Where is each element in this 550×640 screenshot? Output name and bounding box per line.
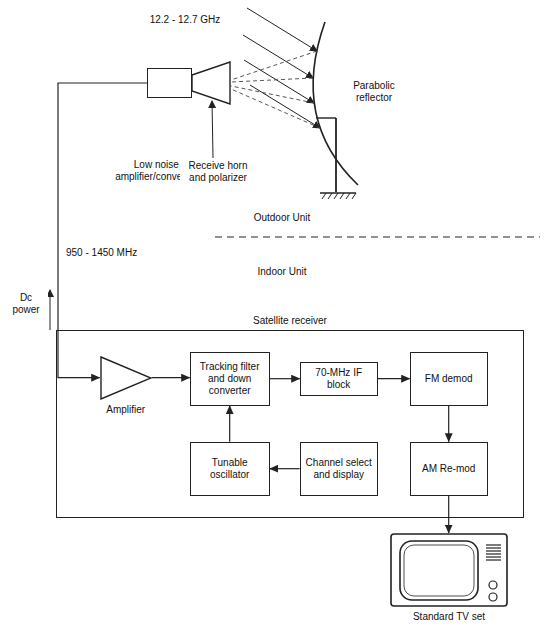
- unit-divider: [215, 237, 540, 238]
- node-text: Standard TV set: [399, 611, 499, 623]
- horn-leader: [212, 101, 213, 158]
- frequency-label: 12.2 - 12.7 GHz: [128, 14, 242, 26]
- process-box: Tracking filter and down converter: [190, 352, 270, 406]
- signal-connector: [152, 377, 190, 378]
- part-label: Receive horn and polarizer: [180, 160, 256, 184]
- node-text: Tracking filter and down converter: [194, 361, 266, 397]
- node-text: Tunable oscillator: [194, 457, 266, 481]
- reflected-rays: [231, 51, 320, 128]
- signal-connector: [378, 378, 410, 379]
- amplifier-symbol: Amplifier: [100, 356, 152, 400]
- receiver-frame: Satellite receiverAmplifierTracking filt…: [56, 330, 524, 518]
- receive-horn: [192, 62, 230, 104]
- process-box: AM Re-mod: [410, 442, 488, 496]
- incoming-rays: [243, 8, 320, 128]
- node-text: Channel select and display: [304, 457, 374, 481]
- part-label: Parabolic reflector: [342, 80, 406, 104]
- signal-connector: [229, 406, 230, 442]
- frequency-label: 950 - 1450 MHz: [64, 247, 158, 259]
- signal-connector: [448, 406, 449, 442]
- signal-label: Dc power: [4, 292, 48, 316]
- process-box: 70-MHz IF block: [300, 362, 378, 396]
- node-text: Amplifier: [76, 404, 176, 416]
- converter-box: Low noise amplifier/converter: [147, 68, 192, 98]
- signal-connector: [270, 468, 300, 469]
- process-box: FM demod: [410, 352, 488, 406]
- node-text: FM demod: [425, 373, 473, 385]
- process-box: Tunable oscillator: [190, 442, 270, 496]
- dc-power-arrow: [50, 290, 51, 330]
- signal-connector: [270, 378, 300, 379]
- region-label: Outdoor Unit: [240, 212, 324, 224]
- signal-connector: [58, 83, 147, 378]
- process-box: Channel select and display: [300, 442, 378, 496]
- triangle-outline: [100, 356, 152, 400]
- node-text: 70-MHz IF block: [304, 367, 374, 391]
- tv-outline: [390, 533, 508, 607]
- node-text: Satellite receiver: [220, 315, 360, 327]
- parabolic-reflector: [313, 22, 358, 199]
- node-text: AM Re-mod: [422, 463, 475, 475]
- region-label: Indoor Unit: [240, 266, 324, 278]
- tv-set: Standard TV set: [390, 533, 508, 607]
- signal-connector: [448, 496, 449, 533]
